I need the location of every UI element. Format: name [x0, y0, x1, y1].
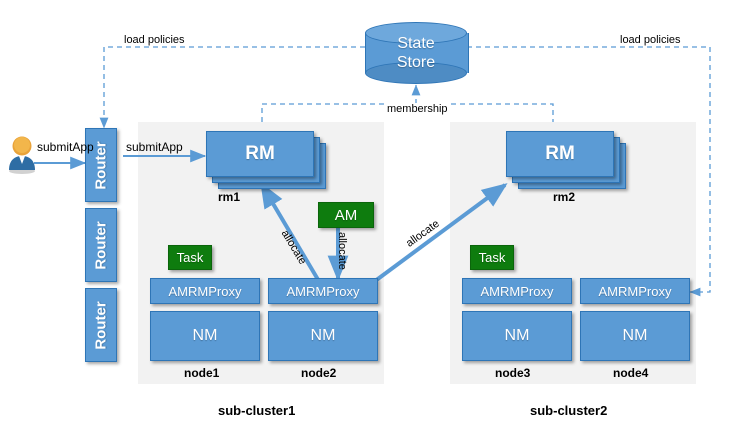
am-label: AM [334, 206, 358, 224]
router-1-label: Router [92, 140, 110, 190]
router-2[interactable]: Router [85, 208, 117, 282]
node4-amrmproxy[interactable]: AMRMProxy [580, 278, 690, 304]
node3-task-label: Task [478, 250, 506, 265]
allocate-am-label: allocate [336, 232, 348, 270]
membership-label: membership [384, 103, 451, 115]
node3-nm[interactable]: NM [462, 311, 572, 361]
node4-amrmproxy-label: AMRMProxy [598, 283, 672, 299]
node1-nm[interactable]: NM [150, 311, 260, 361]
node1-amrmproxy-label: AMRMProxy [168, 283, 242, 299]
node2-amrmproxy-label: AMRMProxy [286, 283, 360, 299]
node2-label: node2 [301, 366, 337, 380]
submitapp-router-label: submitApp [126, 140, 183, 154]
router-3[interactable]: Router [85, 288, 117, 362]
state-store[interactable]: State Store [365, 22, 469, 84]
rm2-layer-front: RM [506, 131, 614, 177]
state-store-top-cap [365, 22, 467, 44]
state-store-label-line1: State [397, 35, 435, 52]
load-policies-left-label: load policies [124, 34, 185, 46]
rm2-stack[interactable]: RM [506, 131, 626, 189]
state-store-label-line2: Store [396, 54, 436, 71]
node4-nm[interactable]: NM [580, 311, 690, 361]
allocate-rm2-label: allocate [404, 217, 442, 250]
node2-amrmproxy[interactable]: AMRMProxy [268, 278, 378, 304]
node4-nm-label: NM [622, 327, 648, 344]
state-store-bottom-cap [365, 62, 467, 84]
node3-label: node3 [495, 366, 531, 380]
am-box[interactable]: AM [318, 202, 374, 228]
router-3-label: Router [92, 300, 110, 350]
node2-nm[interactable]: NM [268, 311, 378, 361]
rm2-name: rm2 [553, 190, 576, 204]
load-policies-right-label: load policies [620, 34, 681, 46]
node1-label: node1 [184, 366, 220, 380]
node3-nm-label: NM [504, 327, 530, 344]
node3-amrmproxy[interactable]: AMRMProxy [462, 278, 572, 304]
node1-amrmproxy[interactable]: AMRMProxy [150, 278, 260, 304]
submitapp-user-label: submitApp [37, 140, 94, 154]
rm1-label: RM [245, 143, 275, 164]
rm1-layer-front: RM [206, 131, 314, 177]
rm1-name: rm1 [218, 190, 241, 204]
node1-task-label: Task [176, 250, 204, 265]
node2-nm-label: NM [310, 327, 336, 344]
subcluster1-label: sub-cluster1 [218, 403, 296, 418]
rm1-stack[interactable]: RM [206, 131, 326, 189]
node4-label: node4 [613, 366, 649, 380]
user-avatar-icon [6, 134, 38, 174]
router-1[interactable]: Router [85, 128, 117, 202]
node1-task[interactable]: Task [168, 245, 212, 270]
subcluster2-label: sub-cluster2 [530, 403, 608, 418]
node3-amrmproxy-label: AMRMProxy [480, 283, 554, 299]
node1-nm-label: NM [192, 327, 218, 344]
rm2-label: RM [545, 143, 575, 164]
router-2-label: Router [92, 220, 110, 270]
node3-task[interactable]: Task [470, 245, 514, 270]
